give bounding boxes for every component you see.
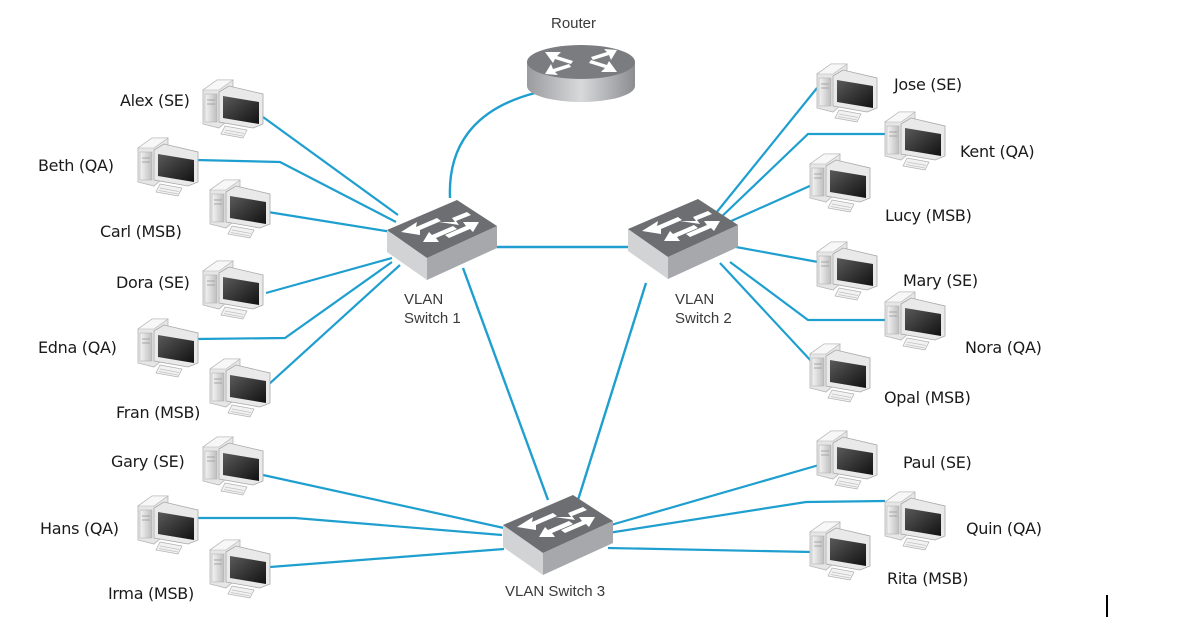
computer-icon-nora (884, 291, 946, 351)
computer-icon-jose (816, 63, 878, 123)
switch-1-label-line1: VLAN (404, 291, 444, 308)
host-label-mary: Mary (SE) (903, 271, 978, 290)
computer-icon-irma (209, 539, 271, 599)
access-link-opal-sw2 (719, 262, 813, 363)
access-link-dora-sw1 (265, 256, 393, 295)
trunk-link-sw1-sw3 (461, 267, 550, 501)
host-label-kent: Kent (QA) (960, 142, 1035, 161)
host-label-fran: Fran (MSB) (116, 403, 201, 422)
host-label-beth: Beth (QA) (38, 156, 114, 175)
switch-2-label-line1: VLAN (675, 291, 715, 308)
computer-icon-beth (137, 137, 199, 197)
host-label-lucy: Lucy (MSB) (885, 206, 972, 225)
computer-icon-quin (884, 491, 946, 551)
host-label-irma: Irma (MSB) (108, 584, 194, 603)
switch-1-label-line2: Switch 1 (404, 310, 461, 327)
host-label-rita: Rita (MSB) (887, 569, 969, 588)
access-link-rita-sw3 (607, 546, 813, 554)
access-link-hans-sw3 (196, 516, 503, 537)
computer-icon-fran (209, 358, 271, 418)
access-link-lucy-sw2 (719, 183, 813, 228)
access-link-quin-sw3 (607, 499, 886, 535)
access-link-jose-sw2 (711, 87, 818, 219)
access-link-irma-sw3 (269, 547, 505, 569)
host-label-nora: Nora (QA) (965, 338, 1042, 357)
host-label-alex: Alex (SE) (120, 91, 190, 110)
devices-layer (137, 45, 946, 599)
computer-icon-hans (137, 495, 199, 555)
computer-icon-alex (202, 79, 264, 139)
computer-icon-rita (809, 521, 871, 581)
host-label-jose: Jose (SE) (894, 75, 962, 94)
host-label-opal: Opal (MSB) (884, 388, 971, 407)
links-layer (195, 87, 886, 569)
computer-icon-lucy (809, 153, 871, 213)
computer-icon-mary (816, 241, 878, 301)
access-link-edna-sw1 (195, 261, 393, 341)
host-label-carl: Carl (MSB) (100, 222, 182, 241)
host-label-paul: Paul (SE) (903, 453, 972, 472)
computer-icon-dora (202, 260, 264, 320)
access-link-gary-sw3 (262, 473, 505, 530)
host-label-edna: Edna (QA) (38, 338, 117, 357)
switch-icon-3 (503, 495, 613, 575)
switch-3-label: VLAN Switch 3 (505, 583, 606, 600)
switch-icon-2 (628, 199, 738, 279)
host-label-quin: Quin (QA) (966, 519, 1042, 538)
access-link-kent-sw2 (715, 132, 885, 223)
trunk-link-sw2-sw3 (576, 282, 648, 501)
host-label-hans: Hans (QA) (40, 519, 119, 538)
computer-icon-gary (202, 436, 264, 496)
access-link-nora-sw2 (729, 261, 885, 322)
access-link-carl-sw1 (267, 210, 393, 234)
host-label-gary: Gary (SE) (111, 452, 185, 471)
router-label: Router (551, 15, 597, 32)
host-label-dora: Dora (SE) (116, 273, 190, 292)
access-link-fran-sw1 (267, 264, 401, 386)
trunk-link-router-sw1 (448, 91, 536, 199)
switch-2-label-line2: Switch 2 (675, 310, 732, 327)
access-link-paul-sw3 (603, 463, 820, 529)
computer-icon-paul (816, 430, 878, 490)
computer-icon-carl (209, 179, 271, 239)
computer-icon-edna (137, 318, 199, 378)
router-icon (527, 45, 635, 102)
computer-icon-kent (884, 111, 946, 171)
access-link-alex-sw1 (262, 116, 399, 216)
access-link-mary-sw2 (735, 245, 819, 264)
computer-icon-opal (809, 343, 871, 403)
text-cursor (1106, 595, 1108, 617)
switch-icon-1 (387, 200, 497, 280)
access-link-beth-sw1 (195, 158, 397, 223)
